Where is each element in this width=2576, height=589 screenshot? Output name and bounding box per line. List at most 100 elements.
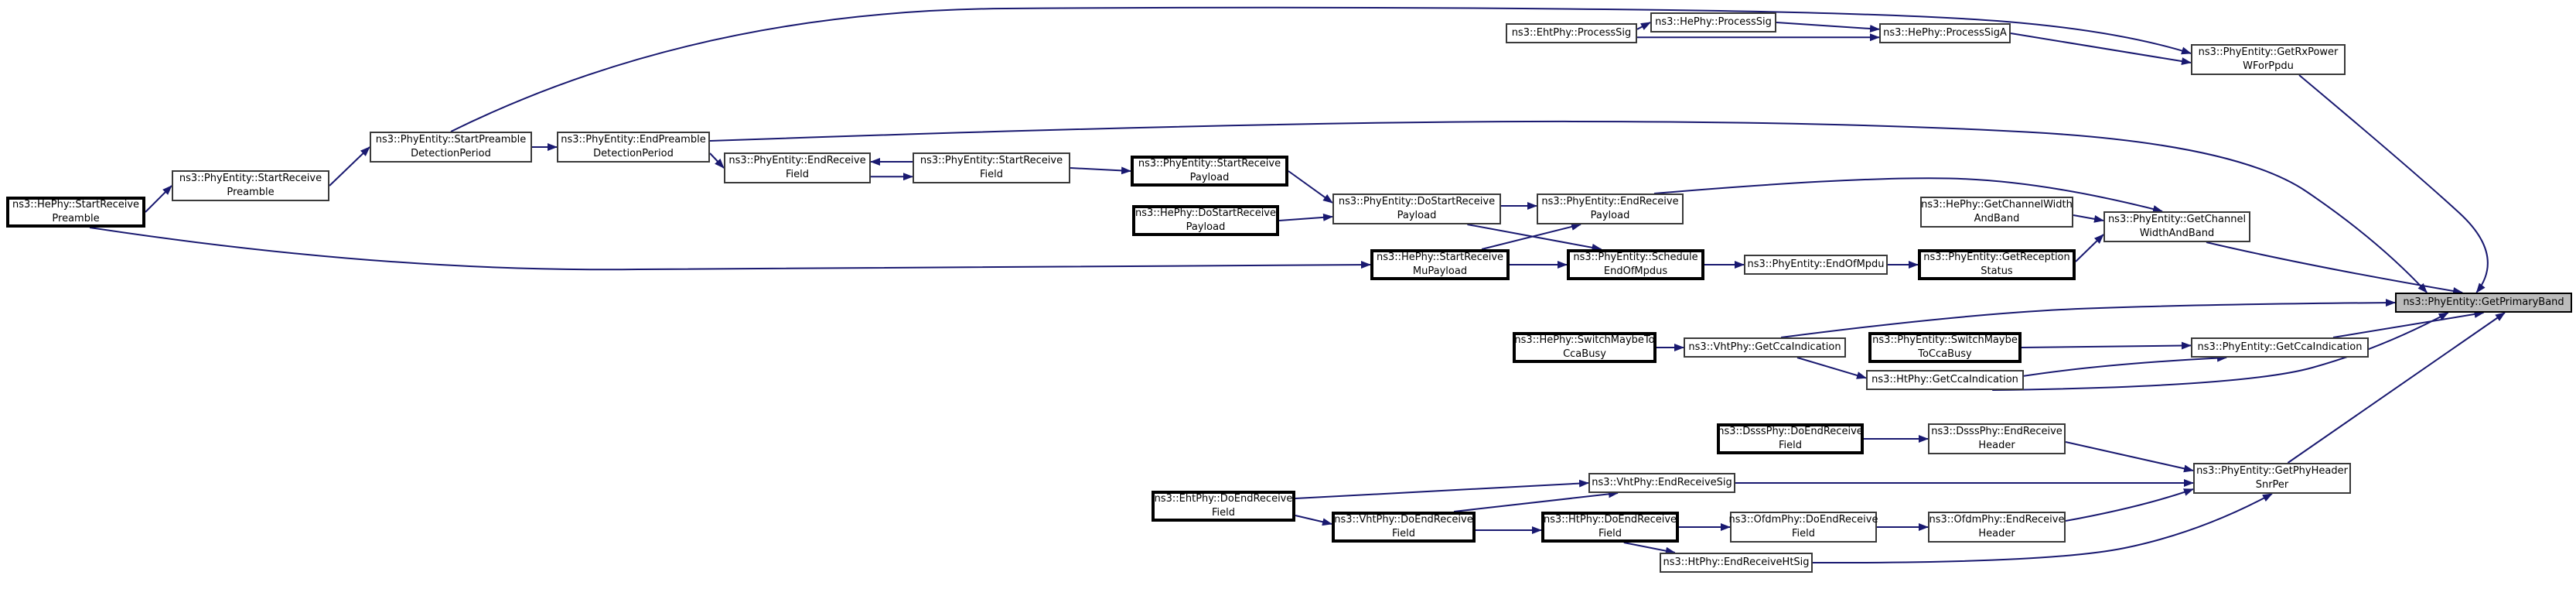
- node-label: Payload: [1186, 221, 1226, 233]
- node-label: ns3::VhtPhy::DoEndReceive: [1334, 514, 1473, 526]
- node-label: ns3::OfdmPhy::DoEndReceive: [1728, 514, 1878, 526]
- node-label: ns3::PhyEntity::GetRxPower: [2198, 46, 2339, 58]
- edge-ehtDEF--vhtDEF: [1295, 515, 1332, 526]
- node-label: ns3::PhyEntity::StartReceive: [179, 173, 322, 184]
- edge-hePSA--peGRXP: [2010, 33, 2192, 66]
- node-label: Field: [1791, 528, 1815, 539]
- edge-htGCI--peGPB: [1992, 312, 2449, 391]
- node-label: ns3::PhyEntity::StartReceive: [920, 155, 1063, 166]
- node-label: ns3::HePhy::SwitchMaybeTo: [1514, 334, 1655, 346]
- edge-ofdmERH--peGPHS: [2065, 488, 2194, 522]
- node-label: ns3::PhyEntity::GetReception: [1923, 252, 2070, 263]
- node-label: Field: [1391, 528, 1415, 539]
- node-label: ns3::HePhy::StartReceive: [12, 199, 140, 211]
- node-label: ns3::EhtPhy::ProcessSig: [1511, 27, 1632, 39]
- node-label: ns3::PhyEntity::GetCcaIndication: [2197, 341, 2363, 353]
- node-label: ToCcaBusy: [1918, 348, 1972, 360]
- edge-hePS--hePSA: [1776, 22, 1880, 33]
- node-label: ns3::PhyEntity::StartPreamble: [375, 134, 527, 146]
- node-ns3-hephy-process-sig-a[interactable]: ns3::HePhy::ProcessSigA: [1879, 23, 2011, 43]
- node-label: EndOfMpdus: [1603, 265, 1668, 277]
- node-label: ns3::PhyEntity::GetPrimaryBand: [2403, 296, 2564, 308]
- node-label: WidthAndBand: [2139, 228, 2215, 239]
- node-label: MuPayload: [1412, 265, 1468, 277]
- edge-peGCWB--peGPB: [2206, 241, 2464, 295]
- edge-htERHS--peGPHS: [1812, 493, 2273, 564]
- node-label: ns3::VhtPhy::GetCcaIndication: [1688, 341, 1841, 353]
- node-label: CcaBusy: [1563, 348, 1606, 360]
- node-label: Field: [785, 169, 809, 180]
- edge-heDSRP--peDSRP: [1278, 213, 1333, 221]
- edge-peSRF--peSRPl: [1070, 166, 1131, 175]
- node-ns3-ehtphy-process-sig[interactable]: ns3::EhtPhy::ProcessSig: [1506, 23, 1637, 43]
- node-label: ns3::HePhy::StartReceive: [1376, 252, 1504, 263]
- node-label: DetectionPeriod: [411, 148, 491, 159]
- node-ns3-phyentity-get-cca-indication[interactable]: ns3::PhyEntity::GetCcaIndication: [2191, 337, 2369, 358]
- node-label: ns3::HePhy::ProcessSig: [1655, 16, 1772, 28]
- node-ns3-hephy-process-sig[interactable]: ns3::HePhy::ProcessSig: [1650, 12, 1776, 33]
- node-label: ns3::HtPhy::DoEndReceive: [1543, 514, 1677, 526]
- node-ns3-htphy-get-cca-indication[interactable]: ns3::HtPhy::GetCcaIndication: [1866, 370, 2024, 390]
- node-label: ns3::PhyEntity::GetChannel: [2107, 214, 2247, 225]
- edge-vhtGCI--peGPB: [1780, 299, 2396, 338]
- node-label: ns3::EhtPhy::DoEndReceive: [1154, 493, 1293, 505]
- node-ns3-phyentity-get-primary-band[interactable]: ns3::PhyEntity::GetPrimaryBand: [2395, 293, 2572, 313]
- edge-peERPl--peGCWB: [1653, 177, 2163, 213]
- node-label: ns3::HePhy::DoStartReceive: [1134, 207, 1277, 219]
- node-label: ns3::HePhy::ProcessSigA: [1883, 27, 2007, 39]
- edge-ehtDEF--vhtERS: [1295, 479, 1589, 499]
- node-label: Field: [1211, 507, 1235, 519]
- node-label: ns3::DsssPhy::EndReceive: [1931, 426, 2063, 437]
- node-label: ns3::DsssPhy::DoEndReceive: [1718, 426, 1863, 437]
- node-label: Preamble: [227, 187, 275, 198]
- node-label: ns3::HtPhy::EndReceiveHtSig: [1663, 556, 1810, 568]
- node-label: Field: [979, 169, 1003, 180]
- node-ns3-vhtphy-end-receive-sig[interactable]: ns3::VhtPhy::EndReceiveSig: [1588, 473, 1735, 493]
- edge-ehtPS--hePS: [1636, 22, 1651, 30]
- node-label: ns3::PhyEntity::GetPhyHeader: [2196, 465, 2348, 477]
- node-ns3-htphy-end-receive-ht-sig[interactable]: ns3::HtPhy::EndReceiveHtSig: [1660, 553, 1813, 573]
- node-label: Header: [1978, 440, 2015, 451]
- node-label: DetectionPeriod: [593, 148, 674, 159]
- edge-peGRS--peGCWB: [2075, 234, 2104, 262]
- node-label: ns3::PhyEntity::Schedule: [1573, 252, 1698, 263]
- node-label: ns3::HePhy::GetChannelWidth: [1921, 199, 2073, 211]
- edge-peGRXP--peGPB: [2298, 74, 2489, 293]
- edge-peGPHS--peGPB: [2287, 312, 2506, 464]
- node-label: ns3::PhyEntity::StartReceive: [1138, 158, 1281, 170]
- node-label: ns3::PhyEntity::DoStartReceive: [1338, 196, 1496, 207]
- node-label: Payload: [1590, 210, 1630, 221]
- node-ns3-vhtphy-get-cca-indication[interactable]: ns3::VhtPhy::GetCcaIndication: [1684, 337, 1846, 358]
- edge-heGCWB--peGCWB: [2073, 214, 2104, 223]
- edge-heSRMP--peERPl: [1481, 223, 1581, 250]
- node-label: AndBand: [1974, 213, 2020, 224]
- node-ns3-phyentity-end-of-mpdu[interactable]: ns3::PhyEntity::EndOfMpdu: [1744, 255, 1888, 275]
